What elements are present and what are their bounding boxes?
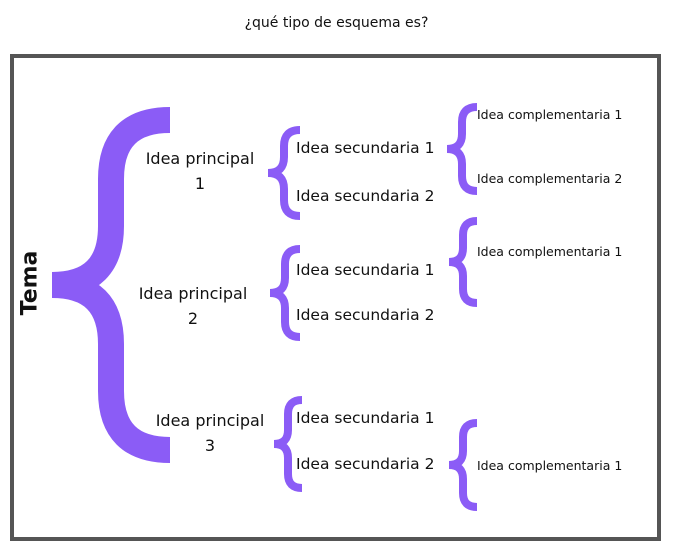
brace-secundaria-3-2 — [448, 419, 478, 511]
tema-label: Tema — [17, 250, 43, 316]
brace-principal-1 — [267, 126, 301, 220]
label: Idea principal — [155, 411, 265, 430]
number: 2 — [187, 309, 199, 328]
idea-principal-2: Idea principal 2 — [133, 281, 253, 331]
idea-secundaria: Idea secundaria 2 — [296, 455, 435, 473]
brace-secundaria-2-1 — [448, 217, 478, 307]
idea-principal-3: Idea principal 3 — [150, 408, 270, 458]
idea-complementaria: Idea complementaria 2 — [477, 171, 623, 186]
idea-principal-1: Idea principal 1 — [140, 146, 260, 196]
idea-secundaria: Idea secundaria 1 — [296, 261, 435, 279]
diagram-frame — [10, 54, 661, 541]
label: Idea principal — [138, 284, 248, 303]
brace-secundaria-1-1 — [446, 103, 478, 195]
idea-complementaria: Idea complementaria 1 — [477, 107, 623, 122]
question-title: ¿qué tipo de esquema es? — [244, 15, 429, 31]
idea-complementaria: Idea complementaria 1 — [477, 458, 623, 473]
idea-secundaria: Idea secundaria 1 — [296, 409, 435, 427]
brace-principal-2 — [269, 245, 301, 341]
brace-principal-3 — [273, 396, 303, 492]
idea-secundaria: Idea secundaria 2 — [296, 306, 435, 324]
idea-secundaria: Idea secundaria 1 — [296, 139, 435, 157]
number: 1 — [194, 174, 206, 193]
idea-complementaria: Idea complementaria 1 — [477, 244, 623, 259]
label: Idea principal — [145, 149, 255, 168]
number: 3 — [204, 436, 216, 455]
main-brace — [51, 107, 171, 463]
idea-secundaria: Idea secundaria 2 — [296, 187, 435, 205]
